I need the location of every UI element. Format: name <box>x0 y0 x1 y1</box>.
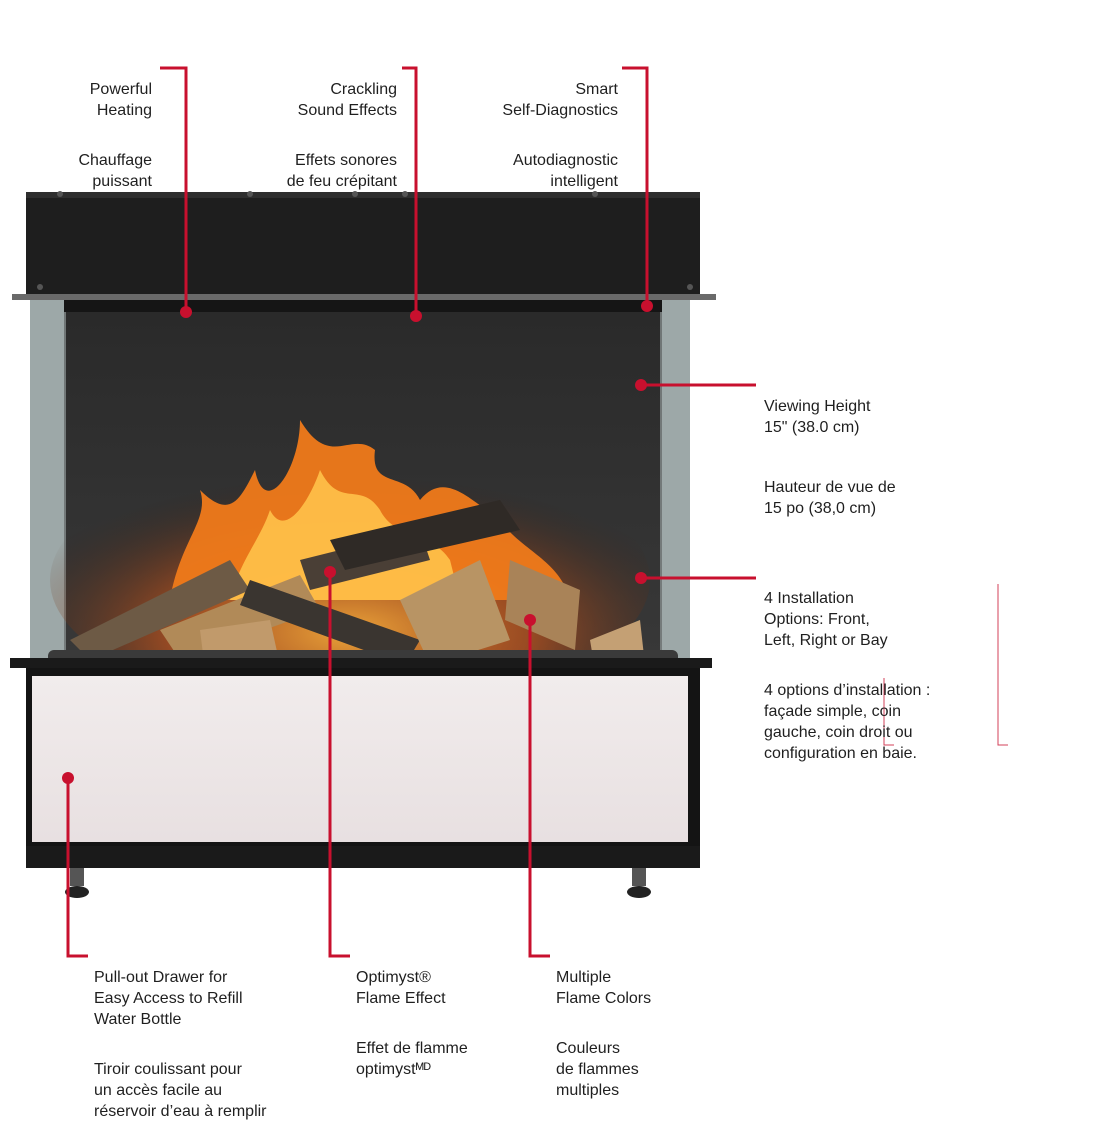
callout-optimyst-fr: Effet de flamme optimystᴹᴰ <box>356 1040 468 1078</box>
callout-viewing-en: Viewing Height 15" (38.0 cm) <box>764 398 871 436</box>
callout-installation-en: 4 Installation Options: Front, Left, Rig… <box>764 590 888 649</box>
base-drawer <box>10 658 712 898</box>
callout-diagnostics-en: Smart Self-Diagnostics <box>502 81 618 119</box>
callout-optimyst: Optimyst® Flame Effect Effet de flamme o… <box>356 946 468 1101</box>
leader-colors <box>528 620 550 958</box>
leader-drawer <box>66 778 88 958</box>
leader-optimyst <box>328 572 350 958</box>
leader-heating-dot <box>180 306 192 318</box>
callout-sound-en: Crackling Sound Effects <box>297 81 397 119</box>
callout-colors-fr: Couleurs de flammes multiples <box>556 1040 639 1099</box>
callout-sound-fr: Effets sonores de feu crépitant <box>286 152 397 190</box>
callout-sound: Crackling Sound Effects Effets sonores d… <box>287 58 397 213</box>
callout-colors-en: Multiple Flame Colors <box>556 969 652 1007</box>
fireplace-illustration <box>10 66 1008 958</box>
callout-installation-fr: 4 options d’installation : façade simple… <box>764 682 931 762</box>
callout-drawer-fr: Tiroir coulissant pour un accès facile a… <box>94 1061 267 1120</box>
leader-colors-dot <box>524 614 536 626</box>
leader-installation-dot <box>635 572 647 584</box>
leader-sound-dot <box>410 310 422 322</box>
callout-heating-fr: Chauffage puissant <box>78 152 152 190</box>
callout-drawer-en: Pull-out Drawer for Easy Access to Refil… <box>94 969 243 1028</box>
fireplace-diagram: Powerful Heating Chauffage puissant Crac… <box>10 58 1008 1120</box>
leader-viewing-dot <box>635 379 647 391</box>
leader-sound <box>402 66 418 316</box>
callout-leaders <box>62 66 1008 958</box>
leader-diagnostics <box>622 66 649 306</box>
callout-diagnostics: Smart Self-Diagnostics Autodiagnostic in… <box>502 58 618 213</box>
leader-heating <box>160 66 188 312</box>
guide-mark-1 <box>883 678 894 746</box>
callout-colors: Multiple Flame Colors Couleurs de flamme… <box>556 946 651 1122</box>
callout-viewing-fr: Hauteur de vue de 15 po (38,0 cm) <box>764 479 896 517</box>
callout-heating-en: Powerful Heating <box>89 81 152 119</box>
callout-heating: Powerful Heating Chauffage puissant <box>78 58 152 213</box>
flame-and-logs <box>48 420 678 710</box>
callout-optimyst-en: Optimyst® Flame Effect <box>356 969 446 1007</box>
guide-mark-2 <box>997 584 1008 746</box>
callout-installation: 4 Installation Options: Front, Left, Rig… <box>764 567 930 785</box>
top-hood <box>12 191 716 300</box>
callout-diagnostics-fr: Autodiagnostic intelligent <box>513 152 618 190</box>
callout-viewing: Viewing Height 15" (38.0 cm) Hauteur de … <box>764 375 896 540</box>
leader-diagnostics-dot <box>641 300 653 312</box>
leader-drawer-dot <box>62 772 74 784</box>
callout-drawer: Pull-out Drawer for Easy Access to Refil… <box>94 946 267 1143</box>
leader-optimyst-dot <box>324 566 336 578</box>
